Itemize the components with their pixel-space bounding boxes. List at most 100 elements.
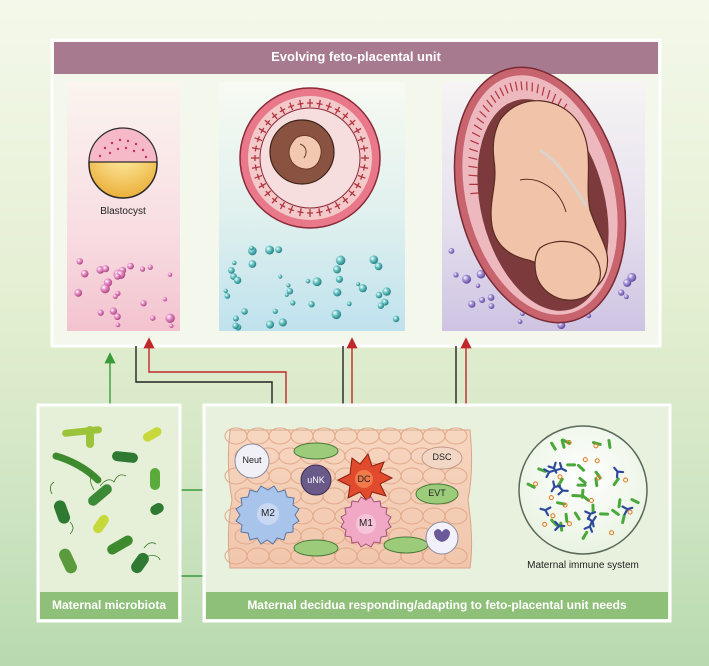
tissue-cell	[444, 427, 468, 445]
villus-branch	[360, 176, 363, 180]
molecule-dot	[100, 284, 110, 294]
molecule-dot	[488, 303, 495, 310]
villus-branch	[267, 192, 271, 197]
stage-fetus	[442, 66, 645, 331]
molecule-dot	[224, 293, 231, 299]
feto-placental-banner	[54, 42, 658, 74]
stromal-cell	[383, 536, 429, 554]
villus	[468, 156, 478, 161]
immune-bacterium	[550, 441, 557, 451]
stage-early-embryo	[219, 82, 405, 331]
villus-branch	[300, 102, 304, 105]
molecule-dot	[517, 319, 523, 325]
molecule-dot	[115, 322, 121, 328]
villus-branch	[351, 122, 355, 126]
villus-branch	[254, 164, 257, 168]
feto-placental-title: Evolving feto-placental unit	[271, 49, 441, 64]
antibody-icon	[539, 506, 552, 517]
villus-branch	[357, 182, 360, 186]
immune-bacterium	[560, 438, 566, 449]
antibody-icon	[557, 485, 569, 496]
villus-branch	[274, 199, 278, 203]
immune-bacterium	[576, 463, 586, 472]
molecule-dot	[308, 301, 315, 308]
decidua-title: Maternal decidua responding/adapting to …	[247, 598, 627, 612]
molecule-dot	[290, 300, 296, 306]
immune-particle	[582, 457, 588, 463]
villus	[470, 139, 479, 145]
molecule-dot	[233, 276, 242, 285]
villus-branch	[351, 190, 355, 194]
evt-label: EVT	[428, 488, 446, 498]
immune-particle	[593, 443, 599, 449]
molecule-dot	[284, 292, 289, 297]
immune-bacterium	[573, 511, 581, 521]
molecule-dot	[346, 301, 352, 307]
molecule-dot	[232, 322, 239, 330]
villus-branch	[255, 145, 257, 149]
villus-branch	[257, 136, 260, 140]
villus-branch	[361, 138, 364, 143]
villus-branch	[256, 173, 259, 178]
villus	[482, 104, 490, 113]
microbiota-banner	[40, 592, 178, 619]
molecule-dot	[140, 300, 147, 307]
villus-branch	[363, 145, 365, 149]
villus-branch	[363, 164, 366, 168]
molecule-dot	[272, 308, 278, 314]
villus	[536, 84, 539, 94]
molecule-dot	[80, 269, 89, 278]
molecule-dot	[139, 266, 146, 272]
villus-branch	[337, 109, 341, 113]
villus	[476, 117, 485, 124]
molecule-dot	[265, 320, 275, 329]
villus-branch	[288, 105, 292, 108]
villus-branch	[255, 167, 257, 171]
immune-bacterium	[612, 477, 620, 487]
villus-branch	[265, 190, 269, 194]
immune-bacterium	[621, 514, 626, 525]
immune-system-label: Maternal immune system	[527, 560, 639, 571]
blastocyst-icon	[88, 127, 158, 199]
villus	[499, 87, 505, 97]
villus-branch	[290, 209, 295, 212]
molecule-dot	[275, 246, 283, 254]
molecule-dot	[114, 313, 121, 321]
villus	[479, 110, 487, 118]
antibody-icon	[613, 466, 625, 479]
molecule-dot	[162, 297, 168, 302]
immune-bacterium	[564, 512, 569, 523]
villus-branch	[279, 203, 283, 207]
molecule-dot	[468, 300, 476, 308]
immune-particle	[595, 475, 601, 481]
villus-branch	[319, 103, 323, 105]
molecule-dot	[112, 293, 118, 300]
immune-bacterium	[580, 488, 585, 499]
stromal-cell	[293, 442, 339, 460]
molecule-dot	[333, 265, 342, 274]
immune-particle	[627, 509, 633, 515]
villus	[490, 94, 497, 103]
molecule-dot	[333, 288, 342, 297]
villus-branch	[274, 113, 278, 117]
tissue-cell	[444, 547, 468, 565]
molecule-dot	[453, 272, 459, 278]
villus	[470, 192, 480, 195]
m2-label: M2	[261, 508, 275, 519]
immune-particle	[562, 502, 568, 508]
villus	[541, 86, 545, 96]
immune-particle	[566, 521, 572, 527]
antibody-icon	[584, 510, 597, 521]
molecule-dot	[369, 255, 379, 264]
blastocyst-label: Blastocyst	[100, 206, 146, 217]
molecule-dot	[375, 291, 383, 299]
immune-bacterium	[611, 508, 620, 516]
villus-branch	[271, 115, 276, 119]
fetus-icon	[453, 66, 627, 324]
villus-branch	[342, 113, 346, 117]
villus	[486, 99, 493, 108]
immune-bacterium	[561, 438, 571, 445]
villus	[471, 131, 481, 138]
molecule-dot	[618, 289, 625, 296]
stage-blastocyst	[67, 82, 180, 331]
